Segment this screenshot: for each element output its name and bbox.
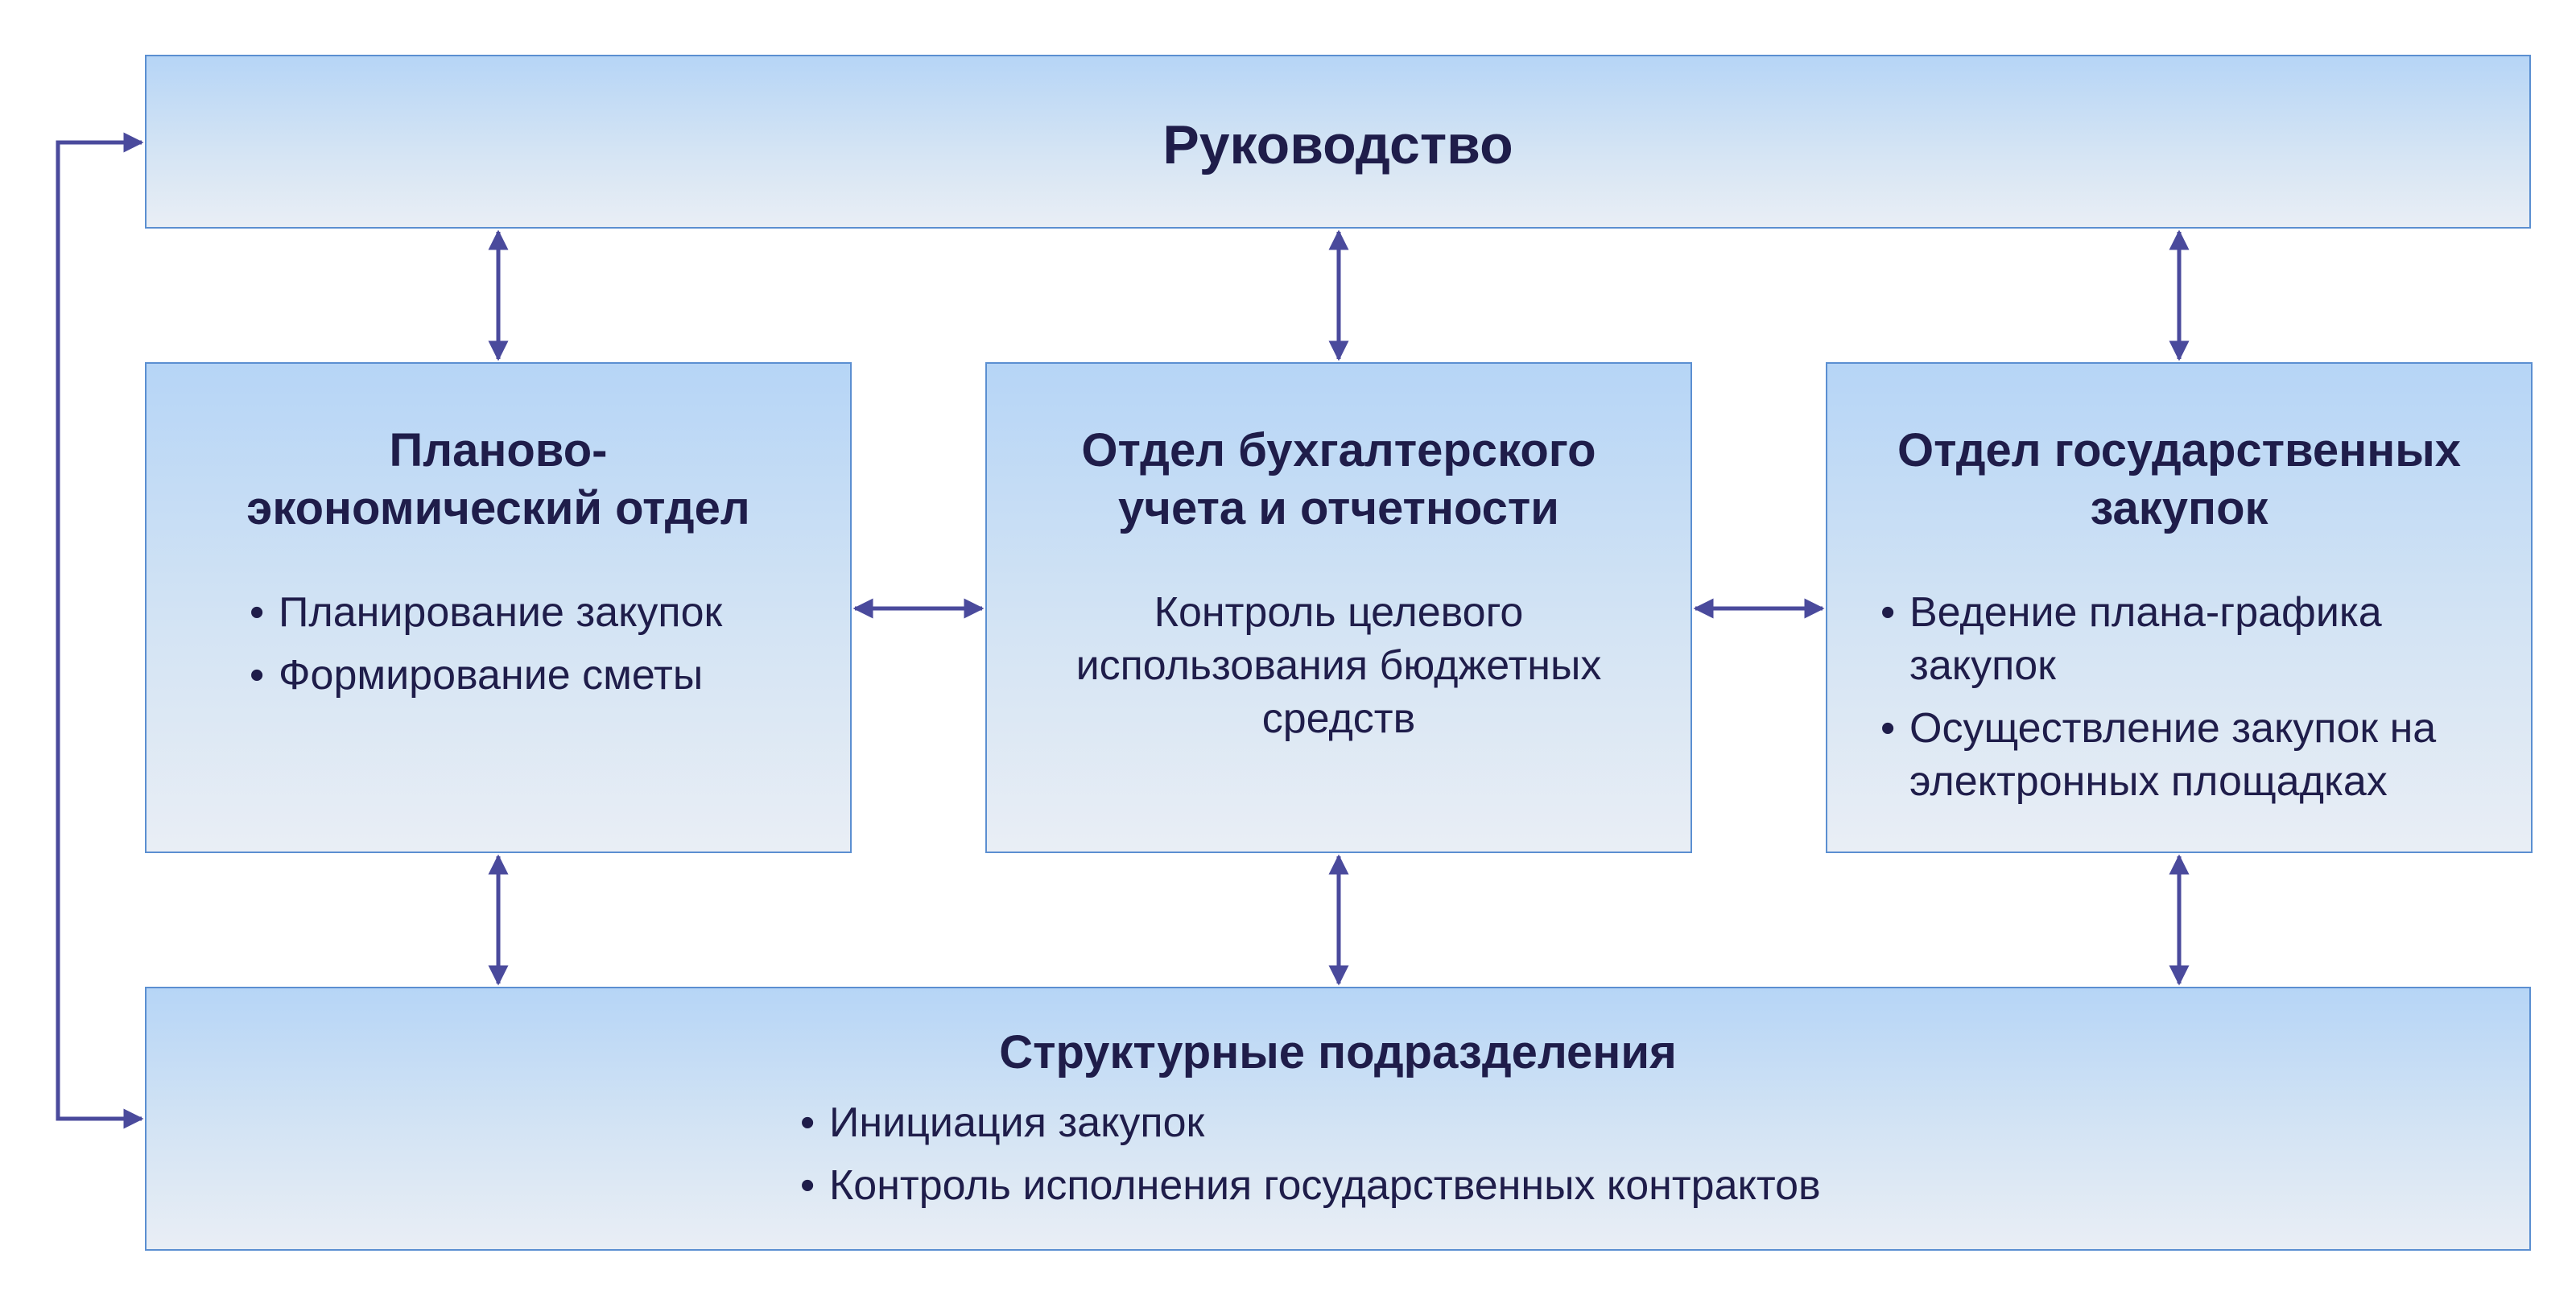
structural-units-box: Структурные подразделения Инициация заку… [145, 987, 2531, 1251]
procurement-department-box: Отдел государственных закупок Ведение пл… [1826, 362, 2533, 853]
title-line: закупок [2090, 482, 2268, 534]
list-item: Ведение плана-графика закупок [1880, 586, 2508, 692]
list-item: Инициация закупок [800, 1096, 1821, 1149]
accounting-department-box: Отдел бухгалтерского учета и отчетности … [985, 362, 1692, 853]
procurement-department-title: Отдел государственных закупок [1827, 422, 2531, 538]
list-item: Формирование сметы [250, 649, 722, 702]
planning-economic-department-box: Планово- экономический отдел Планировани… [145, 362, 852, 853]
management-title: Руководство [1162, 114, 1513, 175]
title-line: учета и отчетности [1118, 482, 1559, 534]
text-line: Контроль целевого [1154, 589, 1524, 636]
accounting-description: Контроль целевого использования бюджетны… [1019, 586, 1658, 745]
structural-units-title: Структурные подразделения [999, 1026, 1677, 1078]
text-line: использования бюджетных [1075, 642, 1602, 689]
text-line: средств [1261, 695, 1416, 742]
title-line: Отдел бухгалтерского [1081, 424, 1596, 476]
title-line: Планово- [389, 424, 608, 476]
management-box: Руководство [145, 55, 2531, 229]
structural-units-tasks-list: Инициация закупок Контроль исполнения го… [800, 1096, 1821, 1222]
procurement-tasks-list: Ведение плана-графика закупок Осуществле… [1880, 586, 2508, 818]
planning-tasks-list: Планирование закупок Формирование сметы [250, 586, 722, 711]
list-item: Контроль исполнения государственных конт… [800, 1159, 1821, 1212]
list-item: Планирование закупок [250, 586, 722, 639]
accounting-department-title: Отдел бухгалтерского учета и отчетности [987, 422, 1690, 538]
arrow-side-loop [56, 132, 144, 1129]
title-line: экономический отдел [246, 482, 750, 534]
title-line: Отдел государственных [1897, 424, 2462, 476]
list-item: Осуществление закупок на электронных пло… [1880, 702, 2508, 808]
planning-economic-department-title: Планово- экономический отдел [147, 422, 850, 538]
